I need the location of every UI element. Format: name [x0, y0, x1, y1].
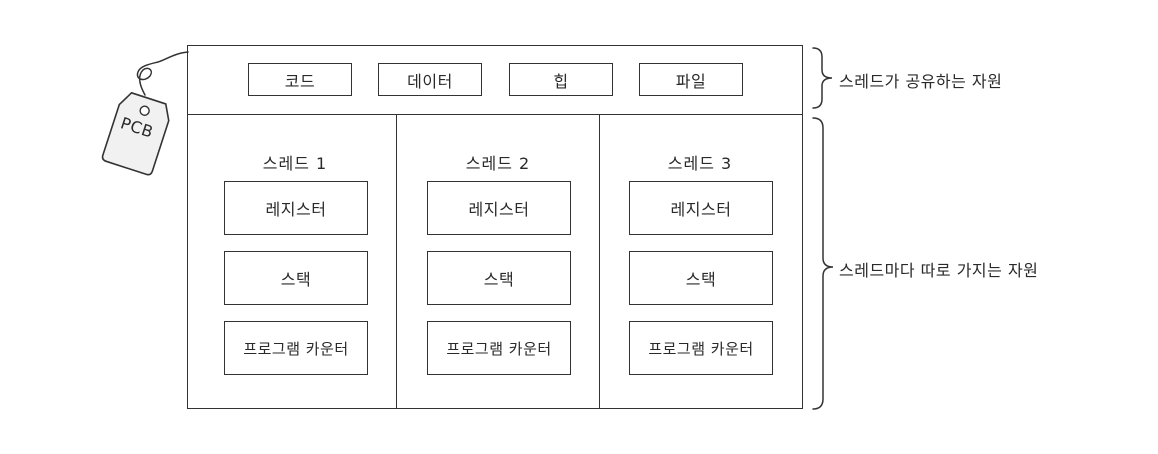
tag-hole — [139, 105, 150, 116]
shared-item-heap: 힙 — [509, 63, 613, 96]
shared-item-data: 데이터 — [378, 63, 482, 96]
thread-3-register: 레지스터 — [629, 181, 773, 235]
thread-1-title: 스레드 1 — [262, 154, 328, 173]
thread-1-register: 레지스터 — [224, 181, 368, 235]
per-thread-resources-label: 스레드마다 따로 가지는 자원 — [839, 261, 1039, 280]
tag-body — [101, 92, 170, 176]
thread-1-stack: 스택 — [224, 251, 368, 305]
thread-column-divider-2 — [599, 114, 600, 409]
pcb-frame — [187, 45, 803, 409]
thread-3-program-counter: 프로그램 카운터 — [629, 321, 773, 375]
shared-resources-row — [187, 45, 803, 115]
thread-column-divider-1 — [396, 114, 397, 409]
thread-2-title: 스레드 2 — [465, 154, 531, 173]
thread-3-stack: 스택 — [629, 251, 773, 305]
shared-resources-brace — [812, 47, 833, 109]
thread-1-program-counter: 프로그램 카운터 — [224, 321, 368, 375]
thread-2-register: 레지스터 — [427, 181, 571, 235]
shared-item-file: 파일 — [639, 63, 743, 96]
tag-string — [136, 51, 189, 96]
thread-3-title: 스레드 3 — [667, 154, 733, 173]
shared-resources-label: 스레드가 공유하는 자원 — [839, 72, 1003, 91]
shared-item-code: 코드 — [248, 63, 352, 96]
per-thread-resources-brace — [812, 117, 834, 410]
thread-2-program-counter: 프로그램 카운터 — [427, 321, 571, 375]
thread-2-stack: 스택 — [427, 251, 571, 305]
